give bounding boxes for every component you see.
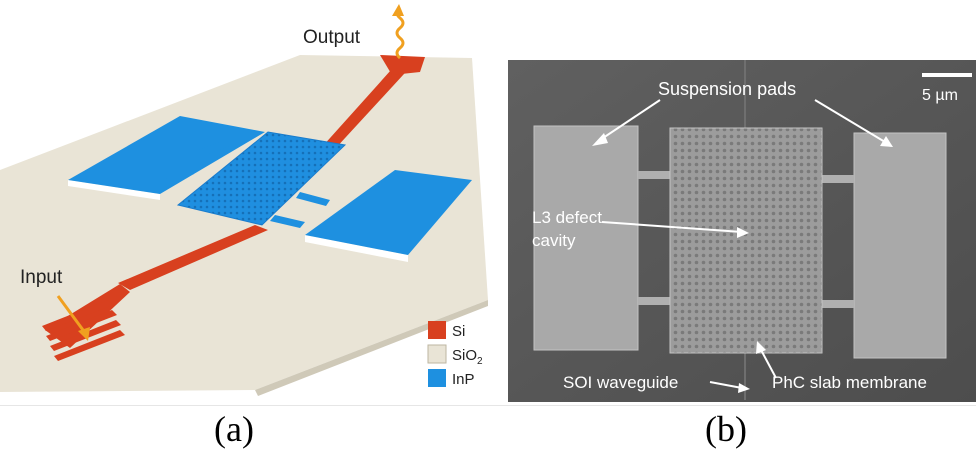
panel-a: Output Input Si SiO2 InP [0,4,488,396]
phc-slab-membrane [669,127,823,354]
phc-slab-label: PhC slab membrane [772,373,927,392]
panel-b: 5 µm Suspensio [508,60,976,402]
inp-pad-right-side [305,235,408,262]
sio2-substrate [0,55,488,392]
output-arrow [395,6,405,60]
suspension-pad-right [853,132,947,359]
soi-waveguide-label: SOI waveguide [563,373,678,392]
inp-pad-right [305,170,472,255]
panel-a-caption: (a) [214,409,254,449]
annotation-arrows [599,99,886,389]
input-arrow [56,295,85,331]
phc-membrane [176,131,347,226]
legend-swatch-inp [428,369,446,387]
cavity-label-line2: cavity [532,231,576,250]
output-arrowhead [392,4,404,16]
inp-tethers [165,142,330,228]
cavity-label-line1: L3 defect [532,208,602,227]
sem-tethers [638,171,854,308]
inp-pad-left-side [68,180,160,200]
caption-divider [0,405,976,406]
suspension-pads-label: Suspension pads [658,79,796,99]
suspension-pad-left [533,125,639,351]
legend-label-inp: InP [452,371,475,388]
scale-bar [922,73,972,77]
inp-pad-left [68,116,265,194]
legend-label-sio2-main: SiO [452,347,477,364]
legend-label-sio2-sub: 2 [477,356,483,367]
panel-b-caption: (b) [705,409,747,449]
legend-label-si: Si [452,323,465,340]
scale-bar-label: 5 µm [922,87,958,104]
input-label: Input [20,267,63,288]
output-label: Output [303,27,361,48]
legend: Si SiO2 InP [427,321,483,388]
input-arrowhead [78,327,90,341]
legend-swatch-si [428,321,446,339]
legend-swatch-sio2 [427,344,447,364]
annotation-arrowheads [592,133,893,393]
legend-label-sio2: SiO2 [452,347,483,367]
